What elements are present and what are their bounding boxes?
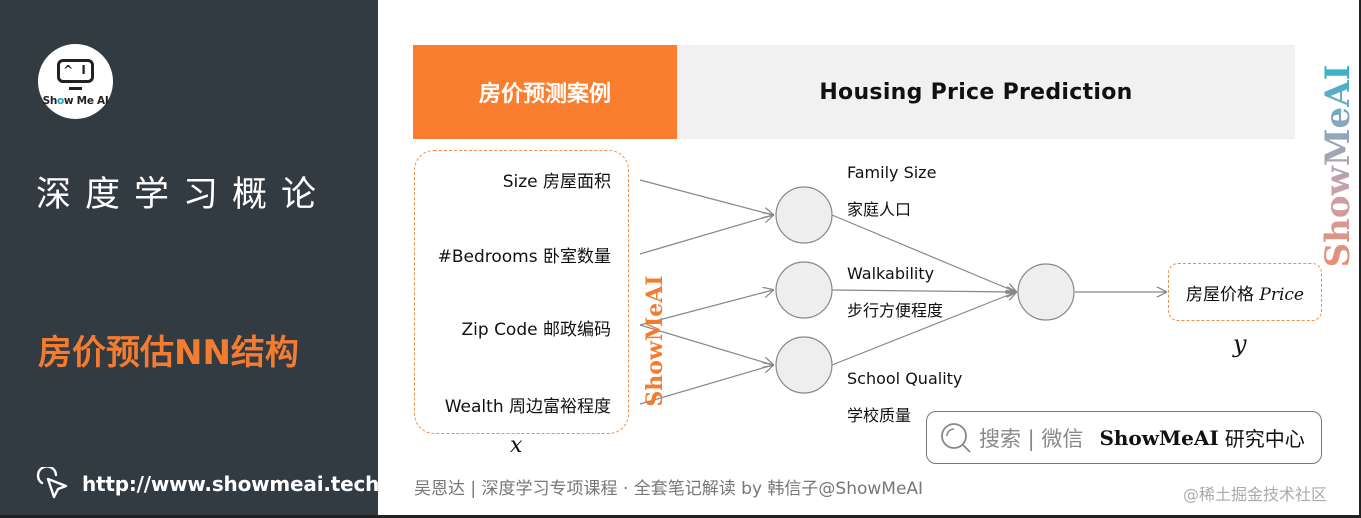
source-watermark: @稀土掘金技术社区: [1183, 485, 1328, 504]
robot-screen-icon: ^ I: [57, 59, 94, 83]
section-title: 房价预估NN结构: [38, 333, 299, 373]
input-bedrooms: #Bedrooms 卧室数量: [437, 247, 611, 267]
output-price-box: 房屋价格 Price: [1168, 263, 1322, 321]
robot-stand-icon: [69, 87, 82, 90]
search-brand: ShowMeAI: [1099, 425, 1219, 450]
input-zip-code: Zip Code 邮政编码: [461, 320, 612, 340]
cursor-click-icon: [36, 467, 68, 499]
wechat-search-badge[interactable]: 搜索 | 微信 ShowMeAI 研究中心: [926, 411, 1322, 464]
search-suffix: 研究中心: [1224, 427, 1305, 451]
input-size: Size 房屋面积: [502, 172, 611, 192]
footer-credit: 吴恩达 | 深度学习专项课程 · 全套笔记解读 by 韩信子@ShowMeAI: [414, 479, 924, 499]
site-url: http://www.showmeai.tech/: [82, 472, 387, 496]
logo-brand-text: Show Me AI: [42, 95, 109, 107]
hidden-label-family-size-en: Family Size: [847, 163, 937, 182]
course-title: 深度学习概论: [36, 175, 331, 215]
hidden-label-walkability-cn: 步行方便程度: [847, 301, 944, 320]
showmeai-logo[interactable]: ^ I Show Me AI: [38, 44, 113, 119]
hidden-label-family-size-cn: 家庭人口: [847, 200, 912, 219]
header-en-label: Housing Price Prediction: [677, 45, 1295, 139]
site-link[interactable]: http://www.showmeai.tech/: [36, 467, 386, 501]
header-cn-label: 房价预测案例: [413, 45, 677, 139]
input-wealth: Wealth 周边富裕程度: [444, 397, 611, 417]
hidden-label-walkability-en: Walkability: [847, 264, 935, 283]
hidden-label-school-quality-cn: 学校质量: [847, 406, 912, 425]
search-prefix: 搜索 | 微信: [979, 426, 1084, 451]
watermark-showmeai-orange: ShowMeAI: [642, 275, 668, 407]
output-symbol-y: y: [1233, 330, 1247, 358]
watermark-showmeai-gradient: ShowMeAI: [1318, 46, 1358, 286]
input-features-box: [414, 150, 629, 434]
sidebar: ^ I Show Me AI 深度学习概论 房价预估NN结构 http://ww…: [0, 0, 386, 515]
search-icon: [941, 422, 971, 453]
input-symbol-x: x: [510, 433, 523, 458]
hidden-label-school-quality-en: School Quality: [847, 369, 963, 388]
